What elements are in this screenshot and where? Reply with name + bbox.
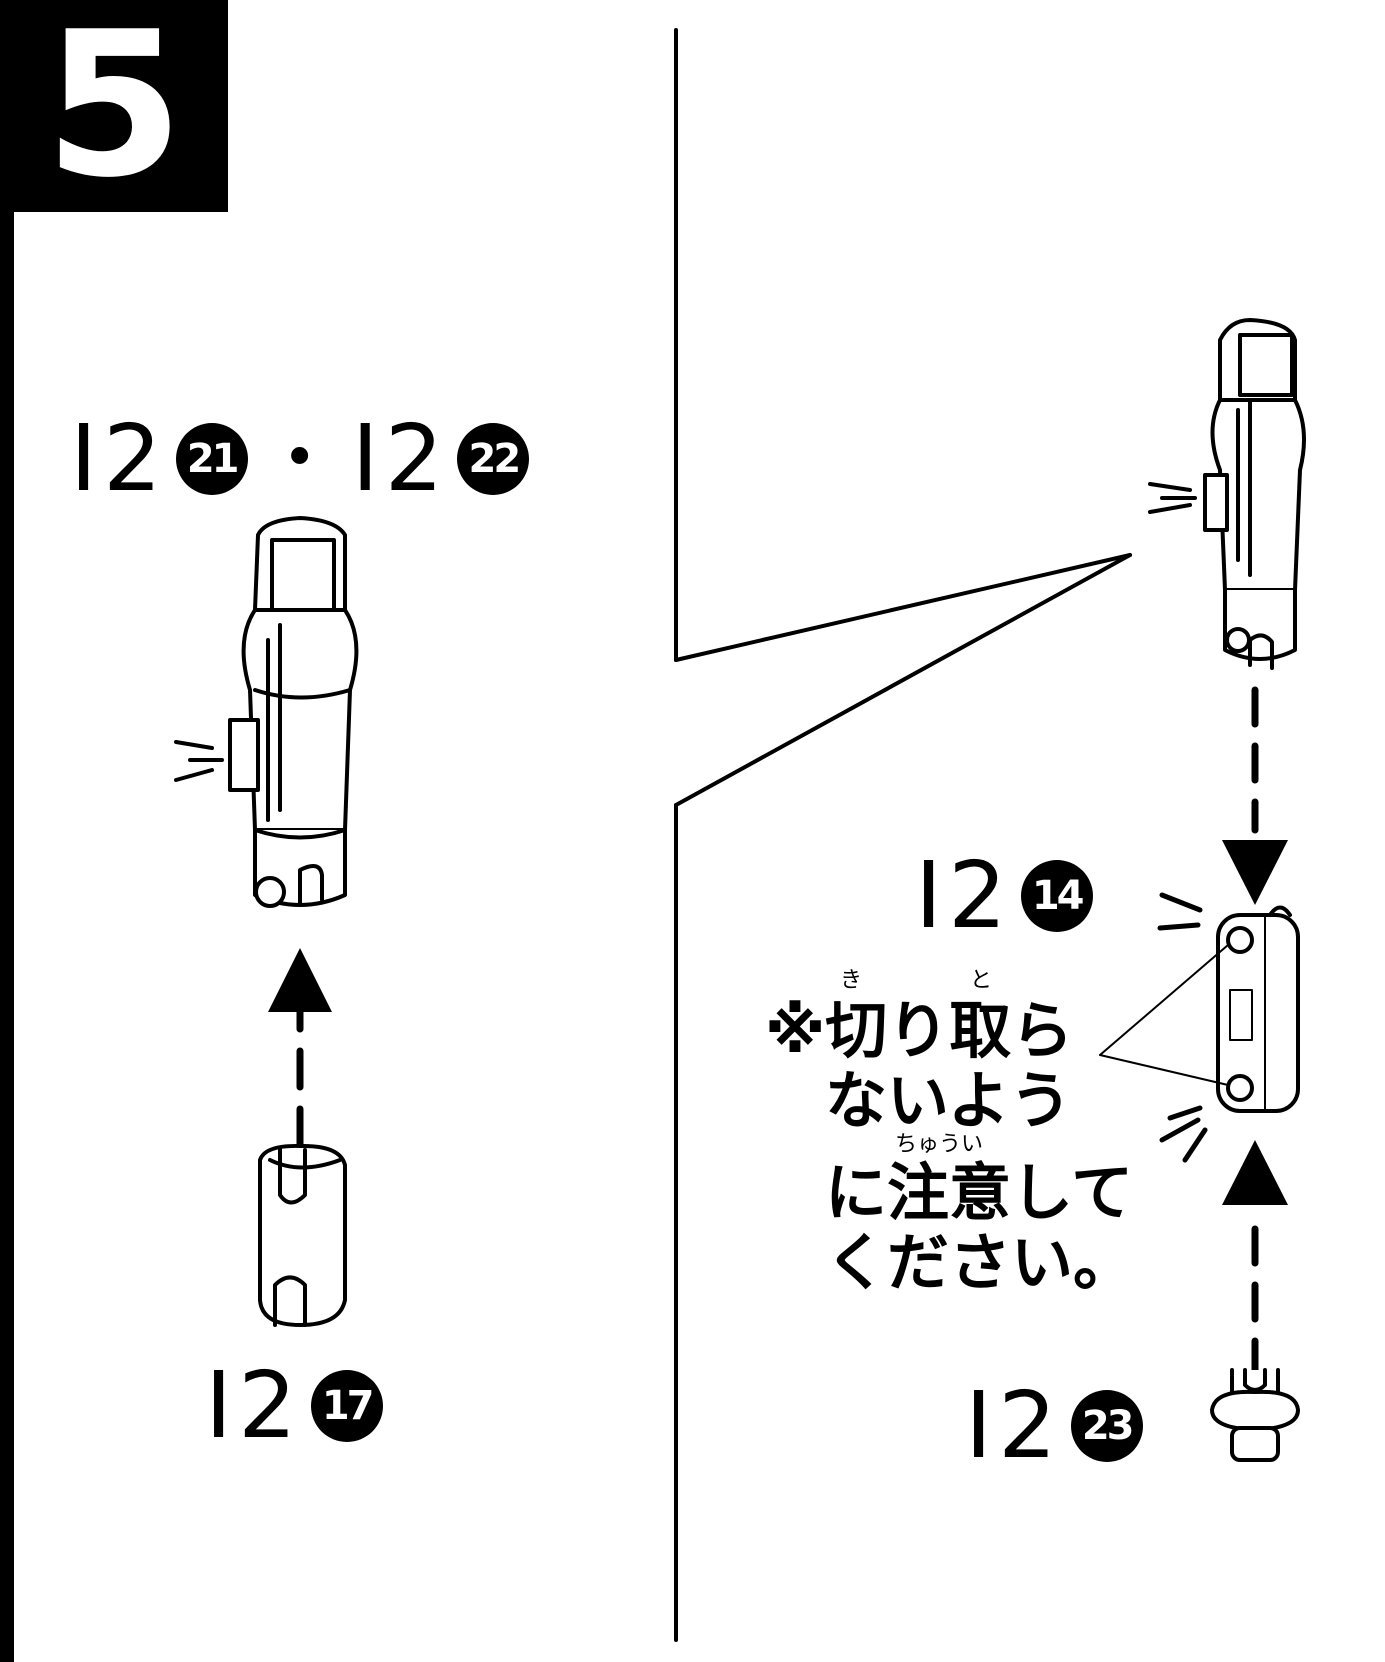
part-code-23: I2 <box>965 1372 1063 1479</box>
label-part-21-22: I2 21 ・ I2 22 <box>70 405 530 512</box>
part-code-14: I2 <box>915 842 1013 949</box>
connector-part-14 <box>1216 905 1300 1113</box>
part-number-23: 23 <box>1070 1390 1143 1462</box>
label-part-23: I2 23 <box>965 1380 1143 1472</box>
arrowhead-left-up <box>268 948 332 1012</box>
step-side-bar <box>0 212 14 1662</box>
arrowhead-right-up <box>1222 1140 1288 1205</box>
part-code-17: I2 <box>205 1352 303 1459</box>
note-text-4: ください。 <box>825 1226 1136 1299</box>
marker-ticks-14-top <box>1157 892 1203 931</box>
note-text-3: に注意して <box>825 1156 1134 1229</box>
callout-line-bottom <box>674 553 1132 807</box>
joint-part-21-22 <box>228 516 359 908</box>
note-line-3: ちゅうい に注意して <box>825 1134 1133 1228</box>
note-line-1: き と ※切り取ら <box>765 970 1125 1067</box>
arrowhead-right-down <box>1222 840 1288 905</box>
label-separator: ・ <box>259 412 340 505</box>
note-text-1: ※切り取ら <box>765 994 1074 1067</box>
part-code-21: I2 <box>70 405 168 512</box>
step-number-box <box>0 0 228 212</box>
part-code-22: I2 <box>351 405 450 512</box>
marker-ticks-14-bottom <box>1159 1105 1208 1163</box>
label-part-14: I2 14 <box>915 850 1093 942</box>
joint-part-detail <box>1203 318 1306 670</box>
note-line-2: ないよう <box>825 1066 1125 1136</box>
note-line-4: ください。 <box>825 1228 1135 1298</box>
ruby-to: と <box>970 968 993 993</box>
marker-ticks-detail <box>1148 482 1197 514</box>
part-number-22: 22 <box>457 423 530 495</box>
part-number-21: 21 <box>175 423 248 495</box>
marker-ticks-left <box>174 740 224 782</box>
note-pointer-lines <box>1099 944 1229 1086</box>
clip-part-17 <box>258 1143 347 1327</box>
callout-line-top <box>674 553 1132 662</box>
label-part-17: I2 17 <box>205 1360 383 1452</box>
ruby-chuui: ちゅうい <box>895 1132 984 1157</box>
part-number-17: 17 <box>310 1370 383 1442</box>
caution-note: き と ※切り取ら ないよう ちゅうい に注意して ください。 <box>765 966 1135 1298</box>
ruby-ki: き <box>840 968 863 993</box>
small-part-23 <box>1210 1368 1300 1462</box>
step-number: 5 <box>44 0 184 222</box>
part-number-14: 14 <box>1020 860 1093 932</box>
note-text-2: ないよう <box>825 1064 1072 1137</box>
